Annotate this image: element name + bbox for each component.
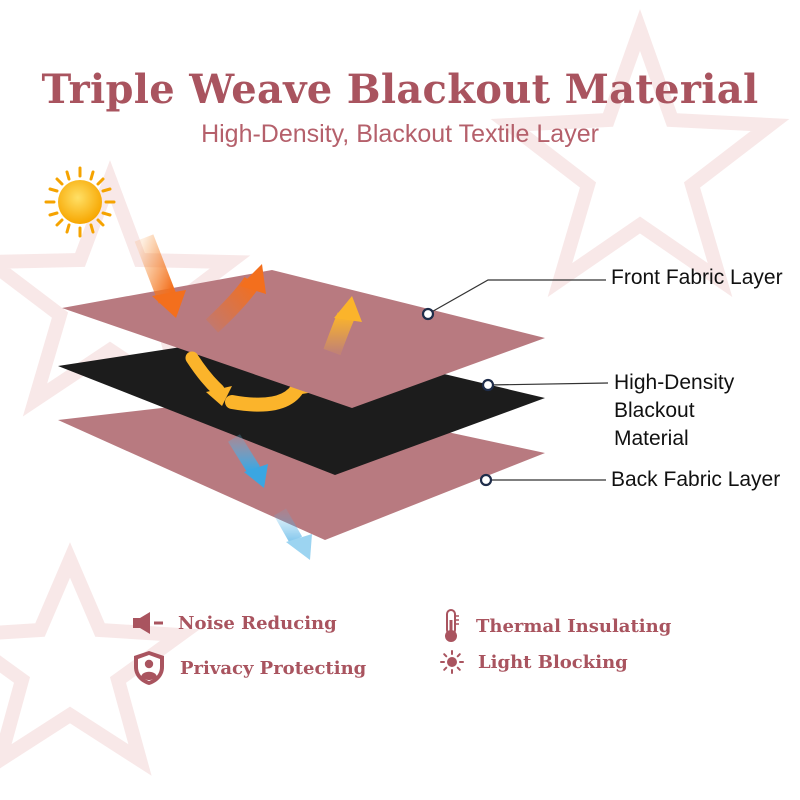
feature-label: Noise Reducing xyxy=(178,612,337,634)
front-layer-label: Front Fabric Layer xyxy=(611,264,783,292)
leader-dot-front xyxy=(421,307,435,321)
blackout-layer-label-line-3: Material xyxy=(614,427,689,450)
incoming-light-arrow xyxy=(134,234,186,318)
feature-label: Privacy Protecting xyxy=(180,657,367,679)
absorbed-arrow xyxy=(185,351,232,406)
leader-dot-back xyxy=(479,473,493,487)
filtered-light-arrow xyxy=(228,434,268,488)
feature-label: Light Blocking xyxy=(478,651,628,673)
shield-person-icon xyxy=(134,651,164,685)
blackout-material-layer xyxy=(58,333,545,475)
reflected-light-arrow xyxy=(205,264,266,333)
front-layer-label-line: Front Fabric Layer xyxy=(611,266,783,289)
heat-escape-arrow xyxy=(323,296,362,356)
back-layer-label-line: Back Fabric Layer xyxy=(611,468,781,491)
blackout-layer-label: High-Density Blackout Material xyxy=(614,369,734,453)
filtered-light-arrow-lower xyxy=(273,508,312,560)
background-star-shape xyxy=(0,9,790,776)
thermometer-icon xyxy=(445,609,459,642)
sun-icon xyxy=(440,650,464,674)
page-subtitle: High-Density, Blackout Textile Layer xyxy=(201,120,599,148)
page-title: Triple Weave Blackout Material xyxy=(41,66,759,113)
feature-thermal-insulating: Thermal Insulating xyxy=(440,608,671,644)
blackout-layer-label-line-2: Blackout xyxy=(614,399,695,422)
back-layer-label: Back Fabric Layer xyxy=(611,466,780,494)
feature-light-blocking: Light Blocking xyxy=(440,650,628,674)
feature-label: Thermal Insulating xyxy=(476,615,672,637)
speaker-icon xyxy=(133,612,163,634)
leader-dot-mid xyxy=(481,378,495,392)
sun-icon xyxy=(44,166,116,238)
leader-line-front xyxy=(427,279,606,315)
blackout-layer-label-line-1: High-Density xyxy=(614,371,735,394)
leader-line-mid xyxy=(487,382,609,386)
feature-noise-reducing: Noise Reducing xyxy=(132,610,337,636)
front-fabric-layer xyxy=(62,270,545,408)
feature-privacy-protecting: Privacy Protecting xyxy=(132,650,366,686)
